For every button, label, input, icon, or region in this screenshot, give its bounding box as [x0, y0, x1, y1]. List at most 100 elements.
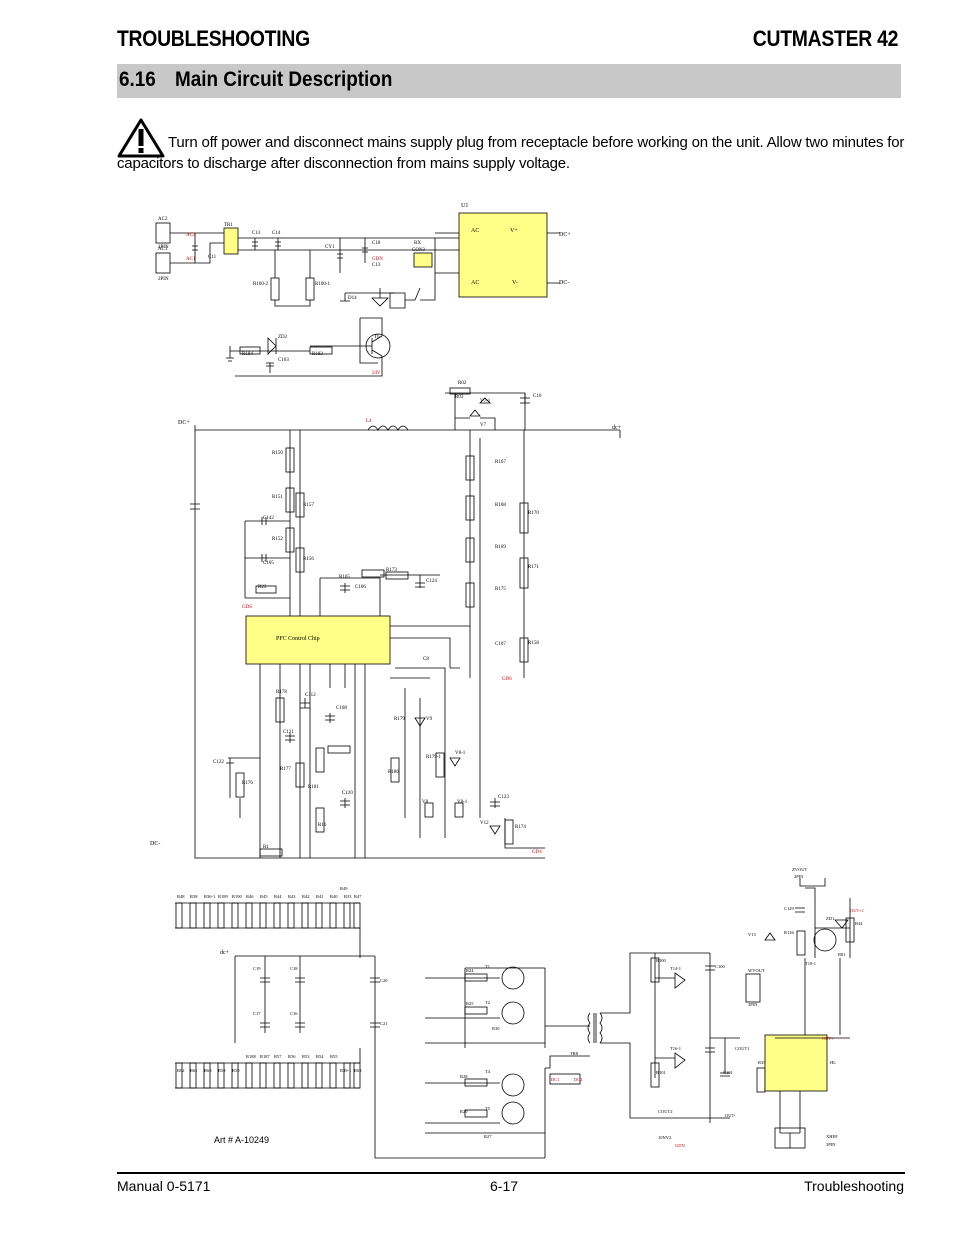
ac2-connector	[155, 222, 171, 244]
footer-section: Troubleshooting	[804, 1178, 904, 1194]
section-title: Main Circuit Description	[175, 68, 393, 91]
label-r100: R100	[656, 958, 667, 963]
resistor-bank-bottom	[175, 1062, 361, 1089]
header-title-right: CUTMASTER 42	[752, 26, 899, 51]
label-cout2: COUT2	[658, 1109, 673, 1114]
label-r33: R33	[344, 894, 352, 899]
label-r165: R165	[339, 575, 350, 580]
warning-paragraph: Turn off power and disconnect mains supp…	[117, 118, 907, 174]
label-r158: R158	[528, 641, 539, 646]
label-r57: R57	[274, 1054, 282, 1059]
label-v8-1: V8-1	[457, 800, 468, 805]
output-regulator-hl	[764, 1034, 828, 1092]
resistor-bank-top	[175, 902, 361, 929]
label-c8: C8	[423, 657, 429, 662]
label-r176: R176	[242, 781, 253, 786]
label-c108: C108	[336, 706, 347, 711]
warning-triangle-icon	[117, 118, 165, 158]
label-cy1: CY1	[325, 245, 335, 250]
label-r60: R60	[204, 1068, 212, 1073]
label-dc-minus-rail: DC-	[150, 841, 160, 847]
label-r171: R171	[528, 565, 539, 570]
tr1-choke	[223, 227, 239, 255]
label-r173: R173	[386, 568, 397, 573]
pfc-control-chip	[245, 615, 391, 665]
label-c14: C14	[272, 231, 281, 236]
footer-rule	[117, 1172, 905, 1174]
label-3pin-xh: 3PIN	[826, 1142, 836, 1147]
label-c19: C19	[253, 966, 261, 971]
label-r156: R156	[303, 557, 314, 562]
label-v7-1: V7-1	[480, 399, 491, 404]
label-c18: C18	[372, 241, 381, 246]
label-zd1: ZD1	[826, 916, 834, 921]
label-u1: U1	[461, 203, 468, 209]
label-r30: R30	[492, 1026, 500, 1031]
label-t14-1: T14-1	[670, 966, 681, 971]
label-r150: R150	[272, 451, 283, 456]
label-l4: L4	[366, 419, 372, 424]
label-c16: C16	[290, 1011, 298, 1016]
label-c106: C106	[355, 585, 366, 590]
label-t6: T6	[374, 335, 380, 340]
label-r44: R44	[274, 894, 282, 899]
label-dc1: DC1	[551, 1077, 560, 1082]
label-r45: R45	[260, 894, 268, 899]
label-24v: 24V	[372, 371, 381, 376]
label-2pin-b: 2PIN	[158, 277, 169, 282]
label-gds: GDS	[242, 605, 252, 610]
label-r41: R41	[316, 894, 324, 899]
label-r56: R56	[288, 1054, 296, 1059]
label-c142: C142	[263, 516, 274, 521]
label-tr8: TR8	[570, 1051, 579, 1056]
label-r175: R175	[495, 587, 506, 592]
label-10nv2: 10NV2	[658, 1135, 671, 1140]
label-r42: R42	[302, 894, 310, 899]
label-r186: R186	[388, 770, 399, 775]
label-c100: C100	[715, 964, 726, 969]
section-title-bar: 6.16 Main Circuit Description	[117, 64, 901, 98]
label-r28: R28	[460, 1074, 468, 1079]
label-r49: R49	[340, 886, 348, 891]
label-r170: R170	[528, 511, 539, 516]
mosfet-t2	[501, 1001, 525, 1025]
label-c10: C10	[533, 394, 542, 399]
label-c112: C112	[305, 693, 316, 698]
label-r178: R178	[276, 690, 287, 695]
label-ac2-net: AC2	[186, 233, 196, 238]
wvout-connector	[745, 973, 761, 1003]
label-r55: R55	[330, 1054, 338, 1059]
label-r168: R168	[495, 503, 506, 508]
label-cout1: COUT1	[735, 1046, 750, 1051]
label-r47: R47	[354, 894, 362, 899]
label-r62: R62	[177, 1068, 185, 1073]
label-gdn-bottom: GDN	[675, 1143, 685, 1148]
label-ac2: AC2	[158, 217, 168, 222]
resistor-r183	[309, 346, 333, 355]
label-r174: R174	[515, 825, 526, 830]
label-r23: R23	[258, 585, 267, 590]
label-c18b: C18	[290, 966, 298, 971]
label-ac1: AC1	[158, 247, 168, 252]
label-c20: C20	[380, 978, 388, 983]
label-c13: C13	[252, 231, 261, 236]
footer-manual: Manual 0-5171	[117, 1178, 211, 1194]
label-r58: R58	[218, 1068, 226, 1073]
label-r151: R151	[272, 495, 283, 500]
label-t16-1: T16-1	[670, 1046, 681, 1051]
label-r189: R189	[218, 894, 229, 899]
label-r43: R43	[288, 894, 296, 899]
label-r184: R184	[242, 352, 253, 357]
dc-output-terminals	[549, 1073, 581, 1085]
art-number: Art # A-10249	[214, 1135, 270, 1145]
label-out-plus: OUT+	[822, 1036, 834, 1041]
label-r61: R61	[190, 1068, 198, 1073]
label-dc-plus-low: dc+	[220, 950, 230, 956]
label-r167: R167	[495, 460, 506, 465]
resistor-r100-1	[305, 277, 315, 301]
label-3pin-wv: 3PIN	[748, 1002, 758, 1007]
label-c129: C129	[784, 906, 795, 911]
label-t5: T5	[485, 1106, 491, 1111]
label-ac1-net: AC1	[186, 257, 196, 262]
label-dc-plus-right: dc+	[612, 425, 622, 431]
